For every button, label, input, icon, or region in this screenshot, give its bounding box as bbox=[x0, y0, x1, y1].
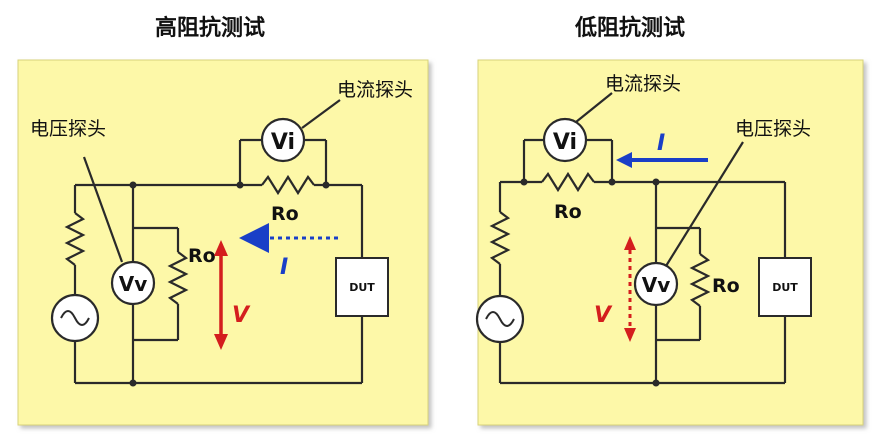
left-ac-source bbox=[50, 293, 100, 343]
right-voltage-label: V bbox=[594, 303, 613, 328]
left-vi-label: Vi bbox=[271, 130, 295, 155]
right-panel-background bbox=[477, 59, 864, 426]
right-voltage-probe-label: 电压探头 bbox=[735, 118, 811, 140]
left-vi-meter: Vi bbox=[260, 117, 306, 163]
left-junctions bbox=[129, 181, 330, 387]
right-dut-label: DUT bbox=[772, 281, 798, 294]
left-ro-series-label: Ro bbox=[271, 203, 299, 225]
left-dut: DUT bbox=[335, 257, 389, 317]
left-panel-background bbox=[17, 59, 429, 426]
right-current-probe-label: 电流探头 bbox=[605, 73, 681, 95]
left-wires bbox=[64, 99, 364, 385]
right-ac-source bbox=[475, 294, 525, 344]
right-junctions bbox=[520, 178, 660, 387]
left-current-probe-label: 电流探头 bbox=[337, 79, 413, 101]
low-impedance-title: 低阻抗测试 bbox=[575, 16, 686, 41]
right-vi-meter: Vi bbox=[542, 117, 588, 163]
right-wires bbox=[489, 92, 787, 385]
right-dut: DUT bbox=[758, 257, 812, 317]
left-current-label: I bbox=[280, 255, 288, 280]
left-vv-meter: Vv bbox=[110, 260, 156, 306]
right-ro-shunt-label: Ro bbox=[712, 275, 740, 297]
left-dut-label: DUT bbox=[349, 281, 375, 294]
left-vv-label: Vv bbox=[119, 272, 148, 296]
right-vv-meter: Vv bbox=[633, 261, 679, 307]
left-voltage-probe-label: 电压探头 bbox=[30, 118, 106, 140]
left-voltage-label: V bbox=[232, 303, 251, 328]
right-vv-label: Vv bbox=[642, 273, 671, 297]
high-impedance-title: 高阻抗测试 bbox=[155, 16, 266, 41]
right-current-label: I bbox=[657, 131, 665, 156]
left-ro-shunt-label: Ro bbox=[188, 245, 216, 267]
left-panel: Vi Vv DUT 电压探头 电流探头 Ro Ro I V bbox=[17, 59, 429, 426]
right-ro-series-label: Ro bbox=[554, 201, 582, 223]
right-vi-label: Vi bbox=[553, 130, 577, 155]
right-panel: Vi Vv DUT 电流探头 电压探头 Ro Ro I V bbox=[475, 59, 864, 426]
